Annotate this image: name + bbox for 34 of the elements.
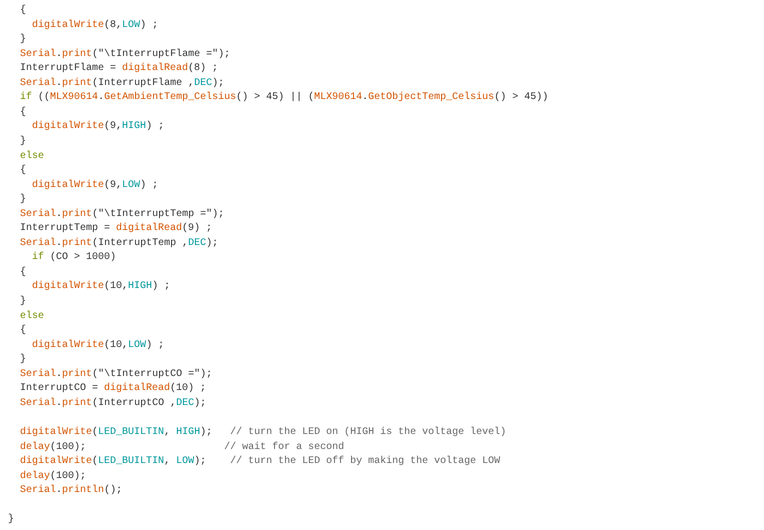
code-line: Serial.print("\tInterruptFlame ="); <box>19 48 230 62</box>
code-line: if ((MLX90614.GetAmbientTemp_Celsius() > 45) || (MLX90614.GetObjectTemp_Celsius() > 45)) <box>19 91 548 106</box>
code-line: { <box>19 324 26 338</box>
code-line: { <box>19 4 26 18</box>
code-line: Serial.println(); <box>19 484 122 498</box>
code-line: digitalWrite(10,HIGH) ; <box>31 280 170 294</box>
code-line: digitalWrite(LED_BUILTIN, LOW); // turn the LED off by making the voltage LOW <box>19 455 500 470</box>
code-line: Serial.print(InterruptCO ,DEC); <box>19 396 206 411</box>
code-line: Serial.print("\tInterruptTemp ="); <box>19 208 224 222</box>
code-line: InterruptTemp = digitalRead(9) ; <box>19 222 212 236</box>
code-line: } <box>19 193 26 208</box>
code-line: else <box>19 310 44 324</box>
code-line: digitalWrite(8,LOW) ; <box>31 18 158 33</box>
code-line: InterruptCO = digitalRead(10) ; <box>19 382 206 396</box>
code-line: if (CO > 1000) <box>31 251 116 266</box>
code-line: InterruptFlame = digitalRead(8) ; <box>19 62 218 76</box>
code-line: { <box>19 266 26 280</box>
code-line: digitalWrite(9,HIGH) ; <box>31 120 164 134</box>
code-line: digitalWrite(10,LOW) ; <box>31 338 164 353</box>
code-line: } <box>19 33 26 48</box>
code-line: else <box>19 150 44 164</box>
code-line: delay(100); <box>19 470 86 484</box>
code-line: { <box>19 164 26 178</box>
code-line: } <box>19 134 26 149</box>
code-line: Serial.print("\tInterruptCO ="); <box>19 368 212 382</box>
code-line: Serial.print(InterruptFlame ,DEC); <box>19 76 224 91</box>
code-line: delay(100); // wait for a second <box>19 440 344 454</box>
code-line: digitalWrite(LED_BUILTIN, HIGH); // turn the LED on (HIGH is the voltage level) <box>19 426 506 440</box>
code-line: } <box>8 513 14 528</box>
code-line: } <box>19 295 26 309</box>
code-line: digitalWrite(9,LOW) ; <box>31 178 158 193</box>
code-line: Serial.print(InterruptTemp ,DEC); <box>19 236 218 251</box>
code-line: } <box>19 353 26 368</box>
code-line: { <box>19 106 26 120</box>
